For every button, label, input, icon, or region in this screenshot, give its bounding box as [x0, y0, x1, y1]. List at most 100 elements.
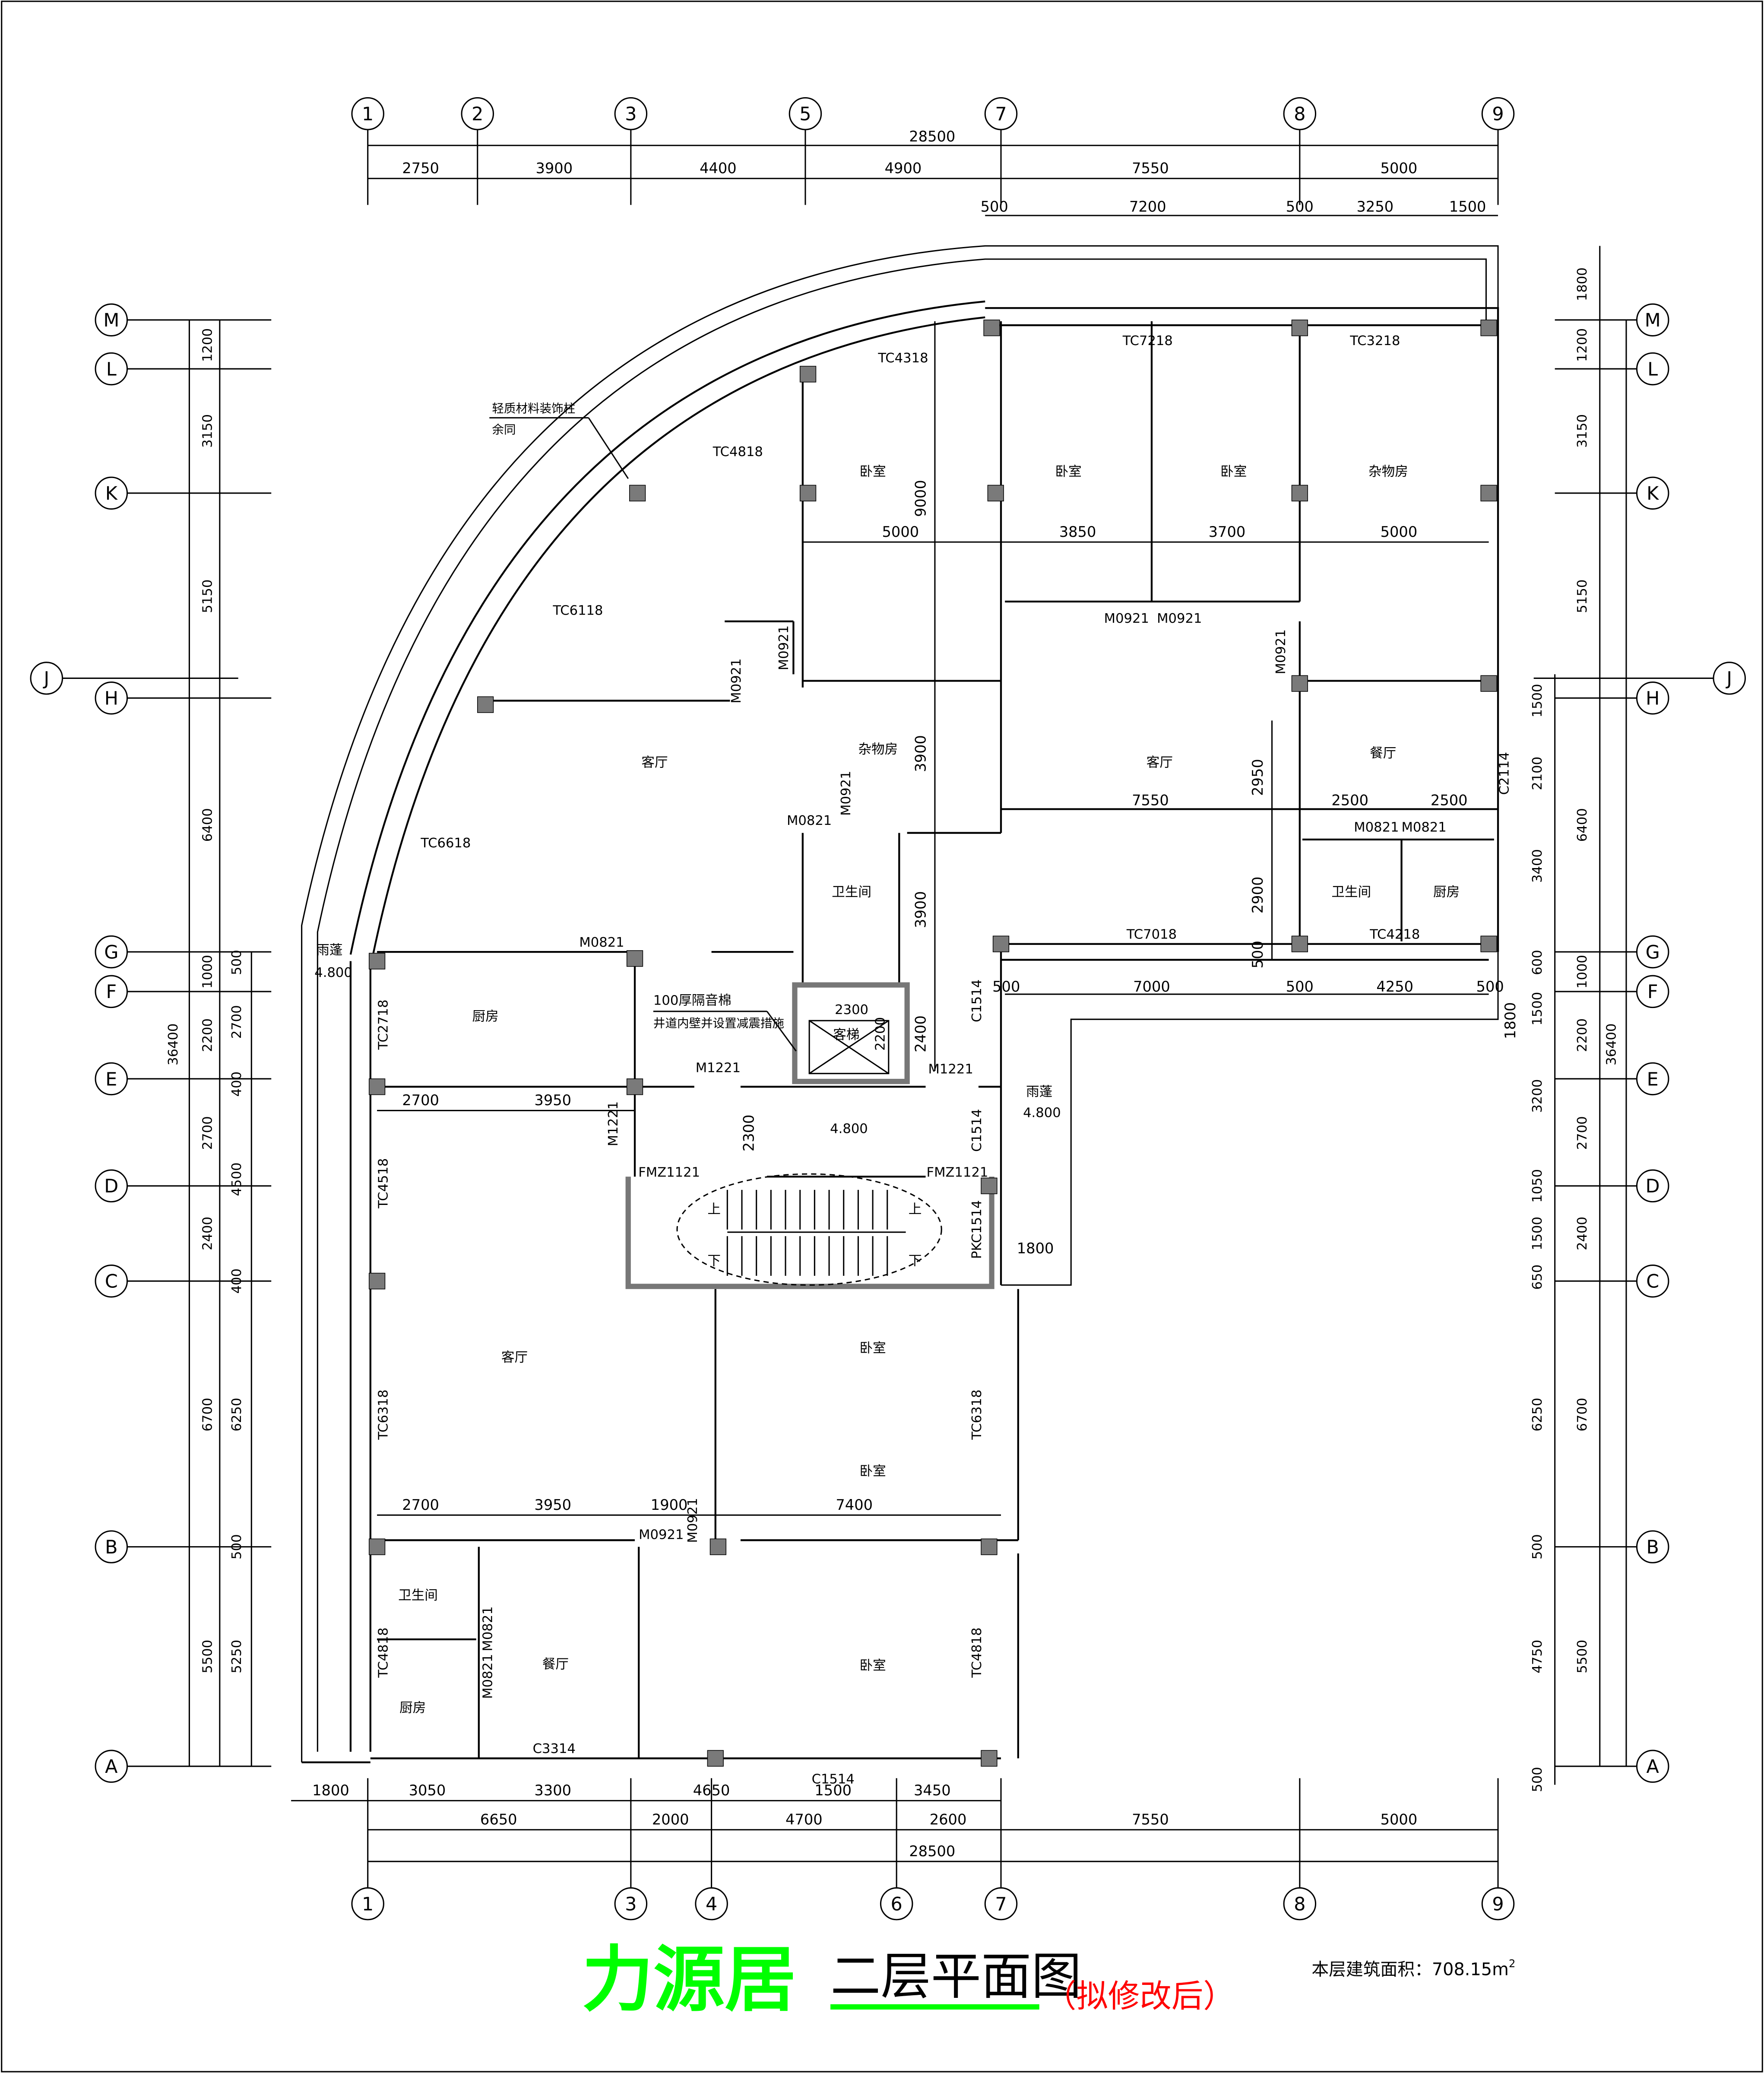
opening-label: 上 [909, 1202, 922, 1217]
axis-bubble-left: M [95, 303, 128, 337]
dimension-text: 5000 [1381, 1811, 1418, 1828]
axis-label: K [105, 483, 118, 504]
dimension-text: 1200 [1575, 328, 1590, 362]
dimension-text: 500 [1530, 1534, 1545, 1559]
axis-bubble-right: H [1636, 681, 1669, 715]
axis-bubble-right: B [1636, 1530, 1669, 1563]
dimension-text: 2400 [1575, 1217, 1590, 1250]
opening-label: M0821 [480, 1606, 495, 1651]
dimension-text: 5250 [229, 1640, 244, 1674]
dimension-text: 3150 [200, 414, 215, 448]
shaft-note: 100厚隔音棉 井道内壁并设置减震措施 [653, 993, 797, 1052]
dimension-text: 2000 [652, 1811, 689, 1828]
column [983, 320, 1000, 336]
opening-label: TC2718 [376, 999, 391, 1050]
axis-circle [95, 1530, 128, 1563]
axis-bubble-left: E [95, 1062, 128, 1096]
opening-label: TC4218 [1369, 927, 1420, 942]
room-label: 厨房 [399, 1700, 426, 1715]
dimension-text: 5500 [200, 1640, 215, 1674]
column [1480, 675, 1497, 692]
dimension-text: 3900 [535, 160, 573, 177]
dimension-text: 650 [1530, 1265, 1545, 1290]
floor-area-sup: 2 [1509, 1957, 1516, 1970]
dimension-text: 5000 [882, 523, 919, 540]
room-label: 卧室 [1055, 464, 1082, 479]
axis-bubble-top: 1 [351, 97, 384, 130]
opening-label: 2200 [873, 1017, 888, 1051]
dimension-text: 1500 [814, 1782, 852, 1799]
dimension-text: 1800 [1017, 1240, 1054, 1257]
opening-label: M0821 [480, 1654, 495, 1699]
axis-label: H [1646, 688, 1659, 710]
axis-label: D [104, 1176, 118, 1197]
dimension-text: 1800 [1502, 1002, 1519, 1039]
opening-label: M0821 [1401, 820, 1446, 835]
axis-bubble-top: 2 [461, 97, 494, 130]
dimension-text: 7000 [1133, 978, 1170, 995]
opening-label: M0921 [839, 771, 854, 816]
opening-label: M0921 [1104, 611, 1149, 626]
axis-label: E [105, 1068, 117, 1090]
dimension-text: 5150 [200, 580, 215, 613]
axis-label: 1 [362, 104, 374, 125]
opening-label: M0821 [1354, 820, 1399, 835]
axis-bubble-left: G [95, 935, 128, 969]
dimension-text: 5500 [1575, 1640, 1590, 1674]
dimension-text: 3900 [912, 735, 929, 772]
column [1291, 485, 1308, 501]
room-label: 餐厅 [542, 1657, 569, 1672]
axis-circle [95, 352, 128, 386]
outer-envelope [301, 245, 1499, 1762]
opening-label: PKC1514 [969, 1200, 985, 1259]
dimension-text: 6700 [200, 1398, 215, 1432]
dimension-text: 7550 [1132, 1811, 1169, 1828]
dimension-text: 500 [1476, 978, 1504, 995]
column [799, 366, 817, 383]
opening-label: 下 [707, 1254, 721, 1269]
axis-label: B [105, 1537, 117, 1558]
axis-label: J [42, 668, 49, 690]
axis-circle [95, 1265, 128, 1298]
axis-label: M [103, 310, 119, 331]
shaft-note-pointer [766, 1011, 797, 1052]
dimension-text: 36400 [166, 1024, 181, 1065]
dimension-text: 36400 [1604, 1024, 1619, 1065]
dimension-text: 1800 [312, 1782, 349, 1799]
outer-envelope-inner [317, 258, 1487, 1752]
axis-label: 5 [799, 104, 811, 125]
dimension-text: 3950 [534, 1496, 571, 1513]
axis-bubble-right: K [1636, 476, 1669, 510]
dimension-text: 600 [1530, 950, 1545, 975]
opening-label: TC3218 [1349, 333, 1400, 349]
dimension-text: 3050 [409, 1782, 446, 1799]
room-label: 杂物房 [1368, 464, 1408, 479]
dimension-text: 1200 [200, 328, 215, 362]
curved-facade-outer [349, 300, 985, 955]
axis-bubble-right: E [1636, 1062, 1669, 1096]
axis-label: B [1646, 1537, 1659, 1558]
dimension-text: 1050 [1530, 1169, 1545, 1203]
dimension-text: 2500 [1331, 792, 1368, 808]
opening-label: TC4818 [376, 1627, 391, 1678]
stair-well [625, 1176, 994, 1289]
room-label: 卧室 [859, 1658, 886, 1673]
elevator-car [808, 1020, 890, 1075]
dimension-text: 1000 [200, 955, 215, 989]
axis-bubble-right: M [1636, 303, 1669, 337]
room-label: 客厅 [501, 1350, 528, 1365]
title-block: 力源居 二层平面图 （拟修改后） 本层建筑面积：708.15m2 [582, 1938, 1516, 2021]
dimension-text: 2750 [402, 160, 439, 177]
column [1291, 675, 1308, 692]
axis-bubble-left: H [95, 681, 128, 715]
axis-label: 4 [706, 1893, 717, 1915]
opening-label: M0821 [787, 813, 832, 828]
opening-label: TC6618 [420, 836, 471, 851]
axis-bubble-right: L [1636, 352, 1669, 386]
opening-label: TC6118 [552, 603, 603, 618]
dimension-text: 7550 [1132, 792, 1169, 808]
column [629, 485, 646, 501]
dimension-text: 6650 [480, 1811, 517, 1828]
room-label: 客梯 [833, 1027, 859, 1043]
